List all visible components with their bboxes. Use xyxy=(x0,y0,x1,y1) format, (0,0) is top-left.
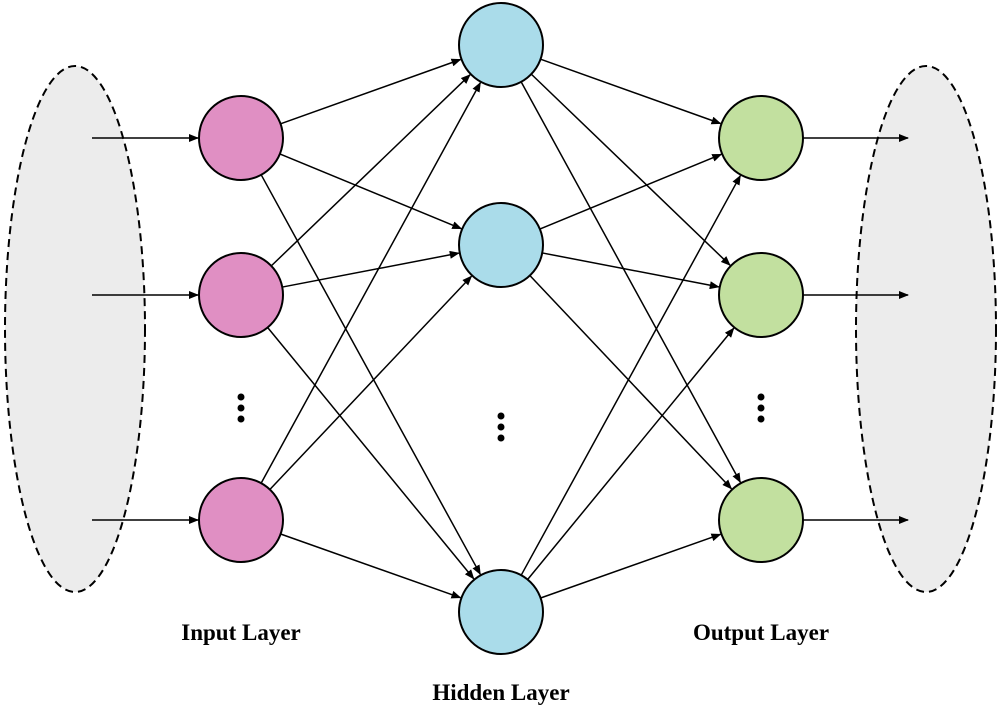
edge-hidden-2-output-2 xyxy=(542,252,720,290)
hidden-ellipsis-dot-3 xyxy=(497,434,505,442)
edge-hidden-3-output-3 xyxy=(540,533,722,599)
input-ellipsis-dot-1 xyxy=(237,393,245,401)
edge-hidden-1-output-3 xyxy=(520,81,742,484)
input-ellipsis-dot-3 xyxy=(237,415,245,423)
hidden-node-1 xyxy=(458,2,544,88)
hidden-ellipsis-dot-1 xyxy=(497,412,505,420)
hidden-node-3 xyxy=(458,569,544,655)
edge-input-2-hidden-1 xyxy=(270,74,471,267)
hidden-ellipsis-dot-2 xyxy=(497,423,505,431)
output-node-1 xyxy=(718,95,804,181)
output-container-ellipse xyxy=(855,65,997,593)
input-ellipsis-dot-2 xyxy=(237,404,245,412)
edge-input-1-hidden-3 xyxy=(260,174,481,576)
output-ellipsis-dot-1 xyxy=(757,393,765,401)
output-layer-label: Output Layer xyxy=(692,620,830,645)
edge-input-3-hidden-1 xyxy=(260,81,482,484)
edge-hidden-3-output-2 xyxy=(527,327,735,581)
edge-hidden-1-output-2 xyxy=(530,73,731,266)
edge-hidden-2-output-1 xyxy=(539,153,723,230)
input-node-3 xyxy=(198,477,284,563)
output-node-2 xyxy=(718,252,804,338)
hidden-node-2 xyxy=(458,202,544,288)
edge-hidden-1-output-1 xyxy=(540,58,722,125)
edge-input-1-hidden-2 xyxy=(279,153,463,230)
input-container-ellipse xyxy=(4,65,146,593)
hidden-layer-label: Hidden Layer xyxy=(432,680,570,705)
edge-hidden-3-output-1 xyxy=(520,174,741,576)
input-node-2 xyxy=(198,252,284,338)
output-node-3 xyxy=(718,477,804,563)
edge-input-3-hidden-3 xyxy=(280,533,462,599)
input-node-1 xyxy=(198,95,284,181)
output-ellipsis-dot-2 xyxy=(757,404,765,412)
edge-input-1-hidden-1 xyxy=(280,58,462,125)
edge-input-2-hidden-3 xyxy=(267,326,475,580)
output-ellipsis-dot-3 xyxy=(757,415,765,423)
edge-hidden-2-output-3 xyxy=(529,275,733,490)
input-layer-label: Input Layer xyxy=(181,620,301,645)
edge-input-2-hidden-2 xyxy=(282,250,460,288)
edge-input-3-hidden-2 xyxy=(269,275,473,490)
